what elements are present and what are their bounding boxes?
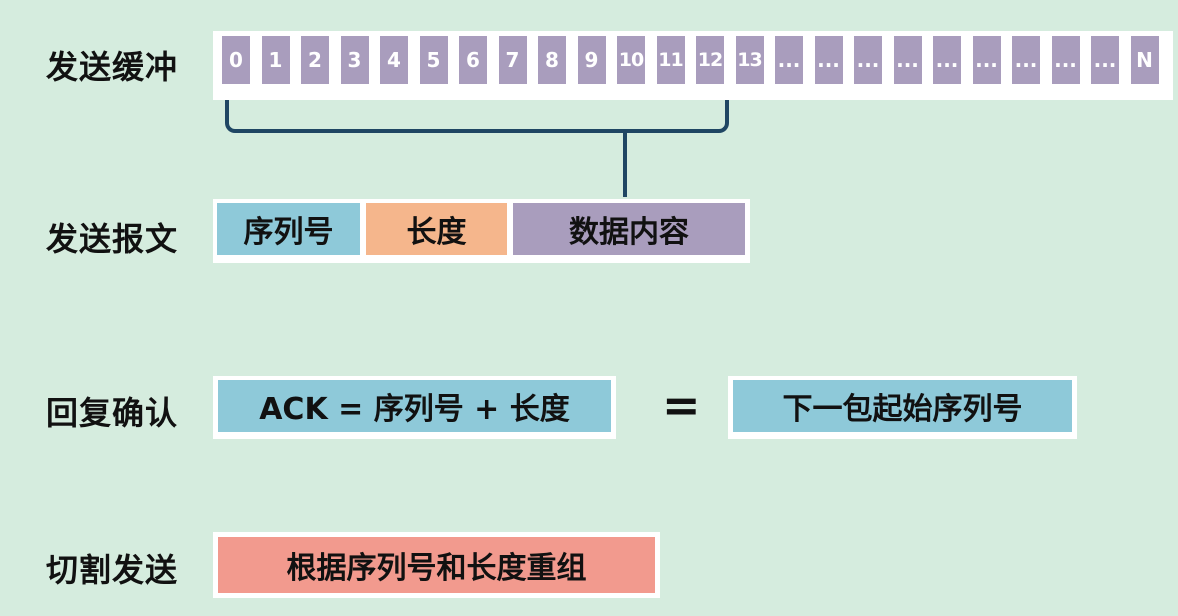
split-send-label: 切割发送 — [46, 551, 179, 589]
buffer-cell: N — [1130, 36, 1159, 84]
next-seq-field: 下一包起始序列号 — [733, 380, 1072, 432]
buffer-cell: 8 — [538, 36, 566, 84]
segment-bracket — [225, 100, 729, 133]
buffer-cell: 0 — [222, 36, 250, 84]
reply-ack-label: 回复确认 — [46, 394, 179, 432]
reassemble-field: 根据序列号和长度重组 — [218, 537, 655, 593]
buffer-cell: 13 — [735, 36, 764, 84]
send-buffer-label: 发送缓冲 — [46, 48, 179, 86]
buffer-cell: ... — [972, 36, 1001, 84]
buffer-cell: ... — [933, 36, 961, 84]
buffer-cell: 5 — [419, 36, 448, 84]
message-panel: 序列号 长度 数据内容 — [213, 199, 750, 263]
buffer-cell: ... — [1051, 36, 1080, 84]
seq-field: 序列号 — [217, 203, 360, 255]
buffer-cell: 11 — [656, 36, 685, 84]
buffer-cell: 4 — [380, 36, 408, 84]
buffer-cell: 3 — [340, 36, 369, 84]
length-field: 长度 — [366, 203, 507, 255]
buffer-cell: ... — [775, 36, 803, 84]
buffer-cell: 7 — [498, 36, 527, 84]
buffer-cell: ... — [814, 36, 843, 84]
content-field: 数据内容 — [513, 203, 745, 255]
segment-bracket-stem — [623, 129, 627, 197]
ack-panel: ACK = 序列号 + 长度 — [213, 376, 616, 439]
reassemble-panel: 根据序列号和长度重组 — [213, 532, 660, 598]
next-seq-panel: 下一包起始序列号 — [728, 376, 1077, 439]
send-message-label: 发送报文 — [46, 220, 179, 258]
buffer-cell: 1 — [261, 36, 290, 84]
buffer-cell: ... — [1091, 36, 1119, 84]
buffer-cell: ... — [893, 36, 922, 84]
ack-formula: ACK = 序列号 + 长度 — [218, 380, 611, 432]
buffer-cell: ... — [854, 36, 882, 84]
buffer-cell: 6 — [459, 36, 487, 84]
buffer-cell: 12 — [696, 36, 724, 84]
buffer-cell: 9 — [577, 36, 606, 84]
buffer-cell: 2 — [301, 36, 329, 84]
buffer-cell: 10 — [617, 36, 645, 84]
equals-sign: = — [662, 378, 701, 432]
buffer-cell: ... — [1012, 36, 1040, 84]
